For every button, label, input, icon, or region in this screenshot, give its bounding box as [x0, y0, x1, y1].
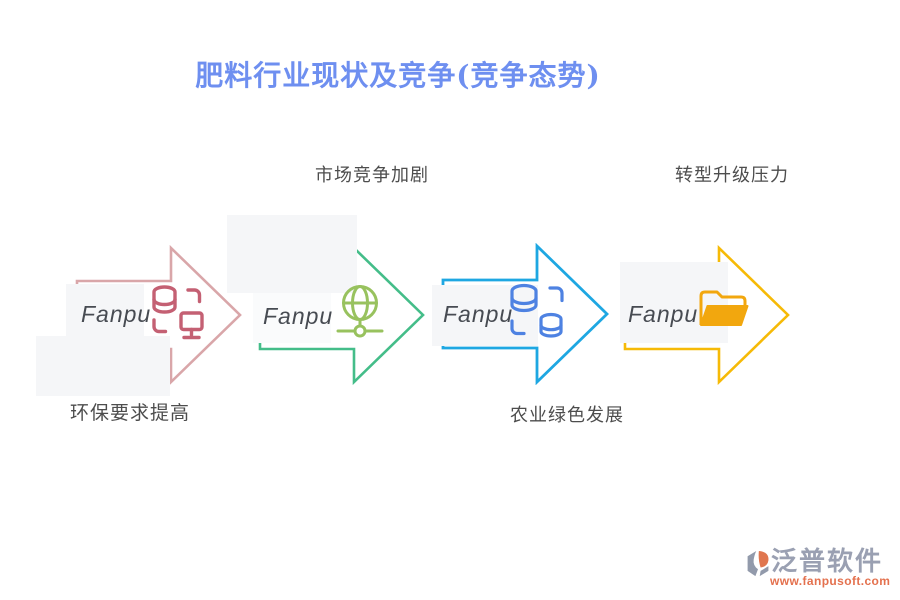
step1-panel — [66, 284, 144, 337]
database-monitor-icon — [152, 285, 204, 340]
step4-panel — [620, 262, 728, 343]
step2-panel — [253, 293, 331, 343]
step4-brand-label: Fanpu — [628, 301, 699, 327]
database-sync-icon — [510, 283, 564, 338]
footer-website-text: www.fanpusoft.com — [770, 574, 891, 588]
step3-panel — [432, 285, 538, 346]
step4-label: 转型升级压力 — [675, 165, 789, 186]
step1-brand-label: Fanpu — [81, 301, 152, 327]
folder-icon — [699, 290, 749, 326]
step3-brand-label: Fanpu — [443, 301, 514, 327]
step2-label: 市场竞争加剧 — [315, 165, 429, 186]
step2-panel-upper — [227, 215, 357, 293]
step3-label: 农业绿色发展 — [510, 405, 624, 426]
page-title: 肥料行业现状及竞争(竞争态势) — [195, 59, 601, 92]
footer-logo-text: 泛普软件 — [771, 546, 884, 576]
step2-brand-label: Fanpu — [263, 303, 334, 329]
fanpu-logo-icon — [747, 551, 769, 577]
globe-network-icon — [336, 285, 384, 338]
step1-panel-lower — [36, 336, 170, 396]
step1-label: 环保要求提高 — [70, 402, 191, 424]
